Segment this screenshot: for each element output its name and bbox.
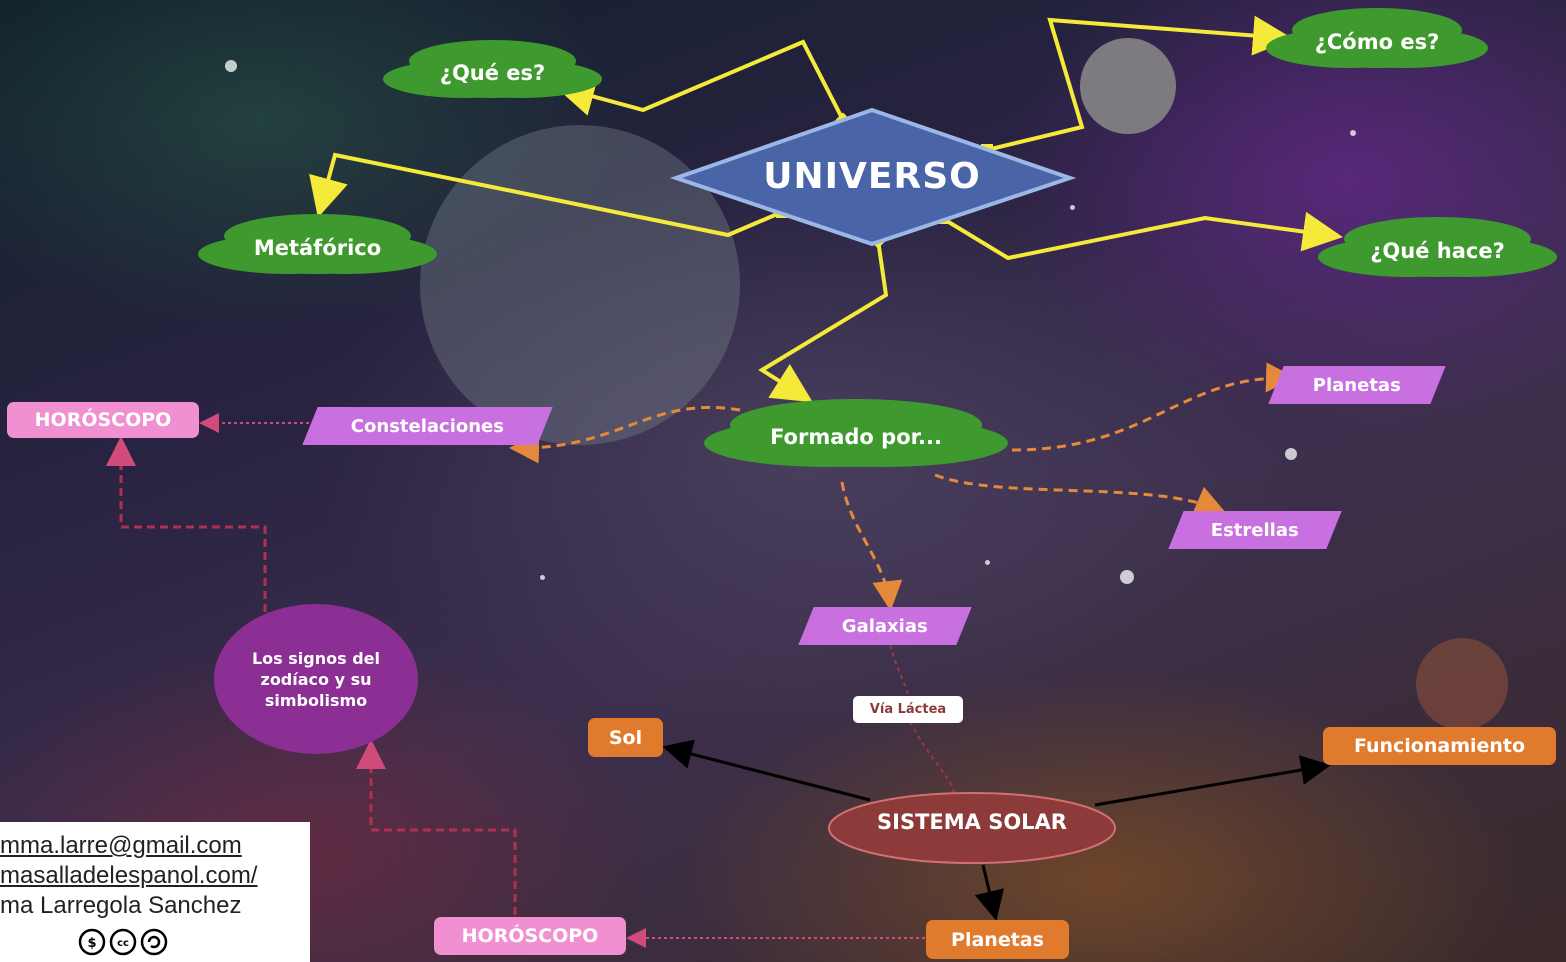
link-metaforico xyxy=(309,152,783,238)
link-planetas xyxy=(1011,362,1296,452)
universo-diamond xyxy=(669,107,1077,247)
horoscopo-top: HORÓSCOPO xyxy=(7,402,199,438)
link-estrellas xyxy=(934,473,1226,515)
link-galaxias xyxy=(840,481,903,611)
credits-email[interactable]: mma.larre@gmail.com xyxy=(0,832,242,859)
moon xyxy=(1080,38,1176,134)
link-sol xyxy=(662,739,871,802)
node-sol: Sol xyxy=(588,718,663,757)
node-estrellas: Estrellas xyxy=(1168,511,1342,549)
planet-large xyxy=(420,125,740,445)
galaxias-label: Galaxias xyxy=(842,615,928,637)
node-constelaciones: Constelaciones xyxy=(302,407,553,445)
via-lactea-box: Vía Láctea xyxy=(853,696,963,723)
svg-text:cc: cc xyxy=(117,938,129,949)
estrellas-label: Estrellas xyxy=(1211,519,1299,541)
cloud-formado-por: Formado por... xyxy=(726,407,986,467)
star xyxy=(540,575,545,580)
link-via-sistema xyxy=(909,721,956,796)
node-galaxias: Galaxias xyxy=(798,607,972,645)
star xyxy=(1350,130,1356,136)
zodiaco-label: Los signos del zodíaco y su simbolismo xyxy=(251,649,380,710)
cloud-metaforico: Metáfórico xyxy=(220,222,415,274)
star xyxy=(1070,205,1075,210)
link-formado-por xyxy=(758,239,889,403)
link-que-hace xyxy=(940,211,1343,261)
link-galaxias-via xyxy=(889,644,910,701)
link-como-es xyxy=(986,15,1293,152)
constelaciones-label: Constelaciones xyxy=(350,415,505,437)
sistema-solar-ellipse xyxy=(828,792,1116,864)
universo-label: UNIVERSO xyxy=(763,156,981,197)
star xyxy=(1120,570,1134,584)
star xyxy=(985,560,990,565)
node-planetas: Planetas xyxy=(1268,366,1446,404)
link-zodiaco-horoscopo xyxy=(106,436,267,612)
cloud-como-es: ¿Cómo es? xyxy=(1288,16,1466,68)
star xyxy=(225,60,237,72)
sistema-solar-label: SISTEMA SOLAR xyxy=(877,810,1067,834)
link-constelaciones xyxy=(509,405,741,464)
planetas-label: Planetas xyxy=(1313,374,1401,396)
horoscopo-bottom: HORÓSCOPO xyxy=(434,917,626,955)
link-horoscopo-zodiaco xyxy=(356,739,517,915)
cloud-que-hace: ¿Qué hace? xyxy=(1340,225,1535,277)
planet-small xyxy=(1416,638,1508,730)
link-que-es xyxy=(554,39,845,121)
cloud-que-es: ¿Qué es? xyxy=(405,48,580,98)
svg-text:$: $ xyxy=(87,936,96,951)
zodiaco-circle xyxy=(214,604,418,754)
cc-by-nc-sa-icon: $ cc xyxy=(78,928,168,956)
link-funcionamiento xyxy=(1094,755,1331,807)
node-funcionamiento: Funcionamiento xyxy=(1323,727,1556,765)
credits-author: ma Larregola Sanchez xyxy=(0,892,242,919)
credits-site[interactable]: masalladelespanol.com/ xyxy=(0,862,258,889)
star xyxy=(1285,448,1297,460)
link-planetas-ss xyxy=(974,864,1004,921)
node-planetas-ss: Planetas xyxy=(926,920,1069,959)
credits-box: mma.larre@gmail.com masalladelespanol.co… xyxy=(0,822,310,962)
